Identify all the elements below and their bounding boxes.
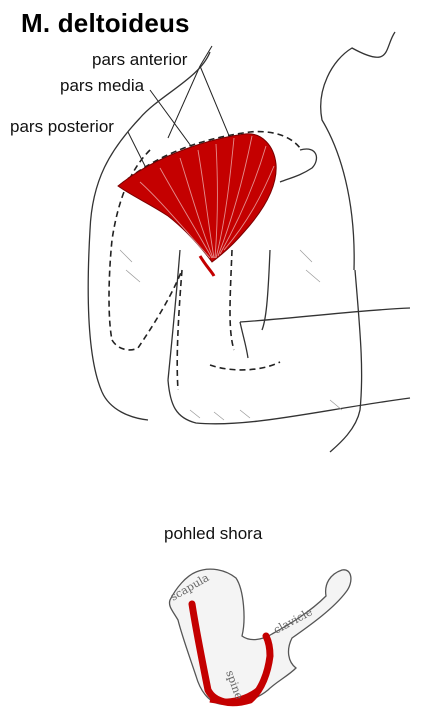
acromion-outline (280, 149, 316, 182)
neck-outline (321, 32, 395, 270)
leader-anterior-tick (200, 46, 212, 66)
chest-outline (330, 270, 362, 452)
leader-anterior-2 (168, 66, 200, 138)
back-lower (102, 392, 148, 420)
top-view-inset: scapula spine clavicle (168, 569, 351, 704)
elbow-line (240, 322, 248, 358)
body-outline (88, 32, 410, 452)
forearm-lower (168, 380, 410, 424)
dashed-humerus-back (177, 270, 182, 390)
inset-caption: pohled shora (164, 524, 262, 544)
dashed-humerus-front (230, 250, 234, 350)
arm-front (262, 250, 270, 330)
dashed-elbow (210, 362, 280, 370)
deltoid-muscle (118, 134, 276, 276)
